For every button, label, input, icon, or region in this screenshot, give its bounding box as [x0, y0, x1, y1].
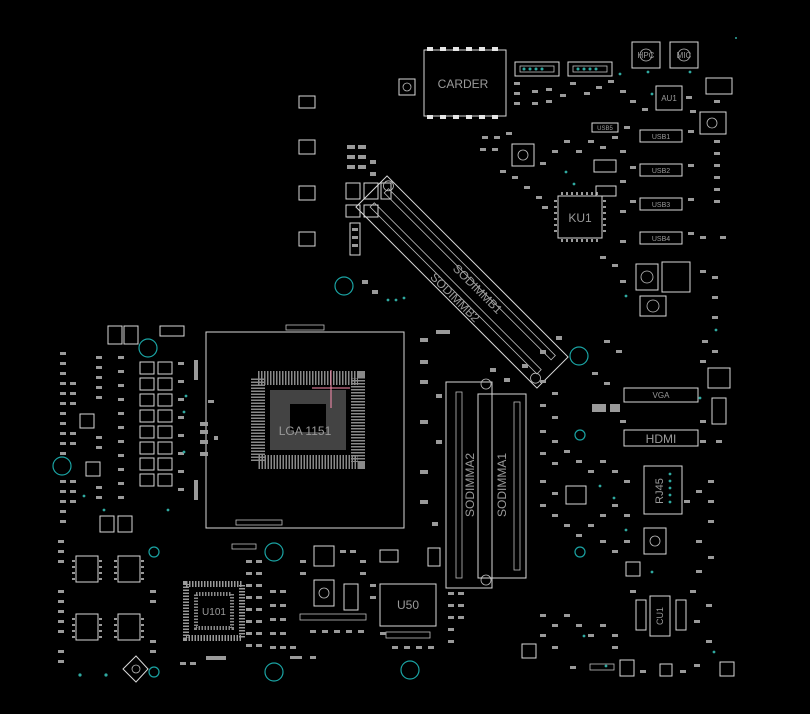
- mounting-hole: [52, 456, 72, 476]
- mounting-hole: [574, 429, 586, 441]
- u101-bga-chip[interactable]: U101: [183, 581, 245, 641]
- u50-label: U50: [397, 598, 419, 612]
- hdmi-connector[interactable]: HDMI: [623, 429, 699, 447]
- card-reader-component[interactable]: CARDER: [423, 47, 507, 119]
- fiducial-diamond: [122, 655, 149, 683]
- right-middle-component-cluster: [540, 380, 722, 577]
- cpu-left-pads: [194, 360, 218, 500]
- mounting-hole: [574, 546, 586, 558]
- square-pad: [298, 139, 316, 155]
- mounting-hole: [138, 338, 158, 358]
- mounting-hole: [569, 346, 589, 366]
- hdmi-label: HDMI: [646, 432, 677, 446]
- ku1-label: KU1: [568, 211, 592, 225]
- left-capacitor-array: [60, 325, 188, 533]
- cu1-label: CU1: [655, 607, 665, 625]
- cpu-label: LGA 1151: [279, 424, 332, 438]
- usb-port-2[interactable]: USB2: [639, 163, 683, 177]
- vga-connector[interactable]: VGA: [623, 387, 699, 403]
- carder-label: CARDER: [438, 77, 489, 91]
- rj45-connector[interactable]: RJ45: [643, 465, 683, 515]
- cpu-right-pads: [362, 280, 562, 526]
- square-pad: [398, 78, 416, 96]
- usb-port-4[interactable]: USB4: [639, 231, 683, 245]
- usb-port-1[interactable]: USB1: [639, 129, 683, 143]
- au1-label: AU1: [661, 94, 677, 103]
- usb2-label: USB2: [652, 168, 670, 175]
- usb1-label: USB1: [652, 134, 670, 141]
- hpc-label: HPC: [638, 51, 655, 60]
- u101-label: U101: [202, 607, 226, 618]
- cpu-socket[interactable]: LGA 1151: [205, 324, 405, 529]
- sodimm-a1-label: SODIMMA1: [495, 453, 509, 517]
- rj45-label: RJ45: [654, 478, 666, 504]
- mounting-hole: [264, 542, 284, 562]
- mounting-hole: [148, 666, 160, 678]
- mid-bottom-component-cluster: [231, 543, 464, 659]
- square-pad: [298, 185, 316, 201]
- usb-top-connector-2[interactable]: [567, 61, 613, 77]
- top-right-component-cluster: [386, 37, 737, 425]
- audio-codec-au1[interactable]: AU1: [655, 85, 683, 111]
- mounting-hole: [334, 276, 354, 296]
- audio-jack-hpc[interactable]: HPC: [631, 41, 661, 69]
- cpu-die-pad: [251, 371, 365, 469]
- audio-jack-mic[interactable]: MIC: [669, 41, 699, 69]
- usb5-label: USB5: [597, 126, 613, 132]
- mic-label: MIC: [677, 51, 692, 60]
- usb-top-connector-1[interactable]: [514, 61, 560, 77]
- usb-port-5[interactable]: USB5: [591, 122, 619, 133]
- bottom-right-component-cluster: [521, 590, 735, 677]
- bottom-left-chip-group: [58, 540, 226, 677]
- ku1-chip[interactable]: KU1: [554, 192, 606, 242]
- usb3-label: USB3: [652, 202, 670, 209]
- usb-port-3[interactable]: USB3: [639, 197, 683, 211]
- mounting-hole: [264, 662, 284, 682]
- sodimm-a2-label: SODIMMA2: [463, 453, 477, 517]
- square-pad: [298, 95, 316, 109]
- vga-label: VGA: [653, 391, 671, 400]
- cu1-chip[interactable]: CU1: [649, 595, 671, 637]
- square-pad: [298, 231, 316, 247]
- sodimm-slot-a2[interactable]: SODIMMA2: [445, 378, 493, 589]
- mounting-hole: [400, 660, 420, 680]
- usb4-label: USB4: [652, 236, 670, 243]
- mounting-hole: [148, 546, 160, 558]
- sodimm-slot-a1[interactable]: SODIMMA1: [477, 393, 527, 579]
